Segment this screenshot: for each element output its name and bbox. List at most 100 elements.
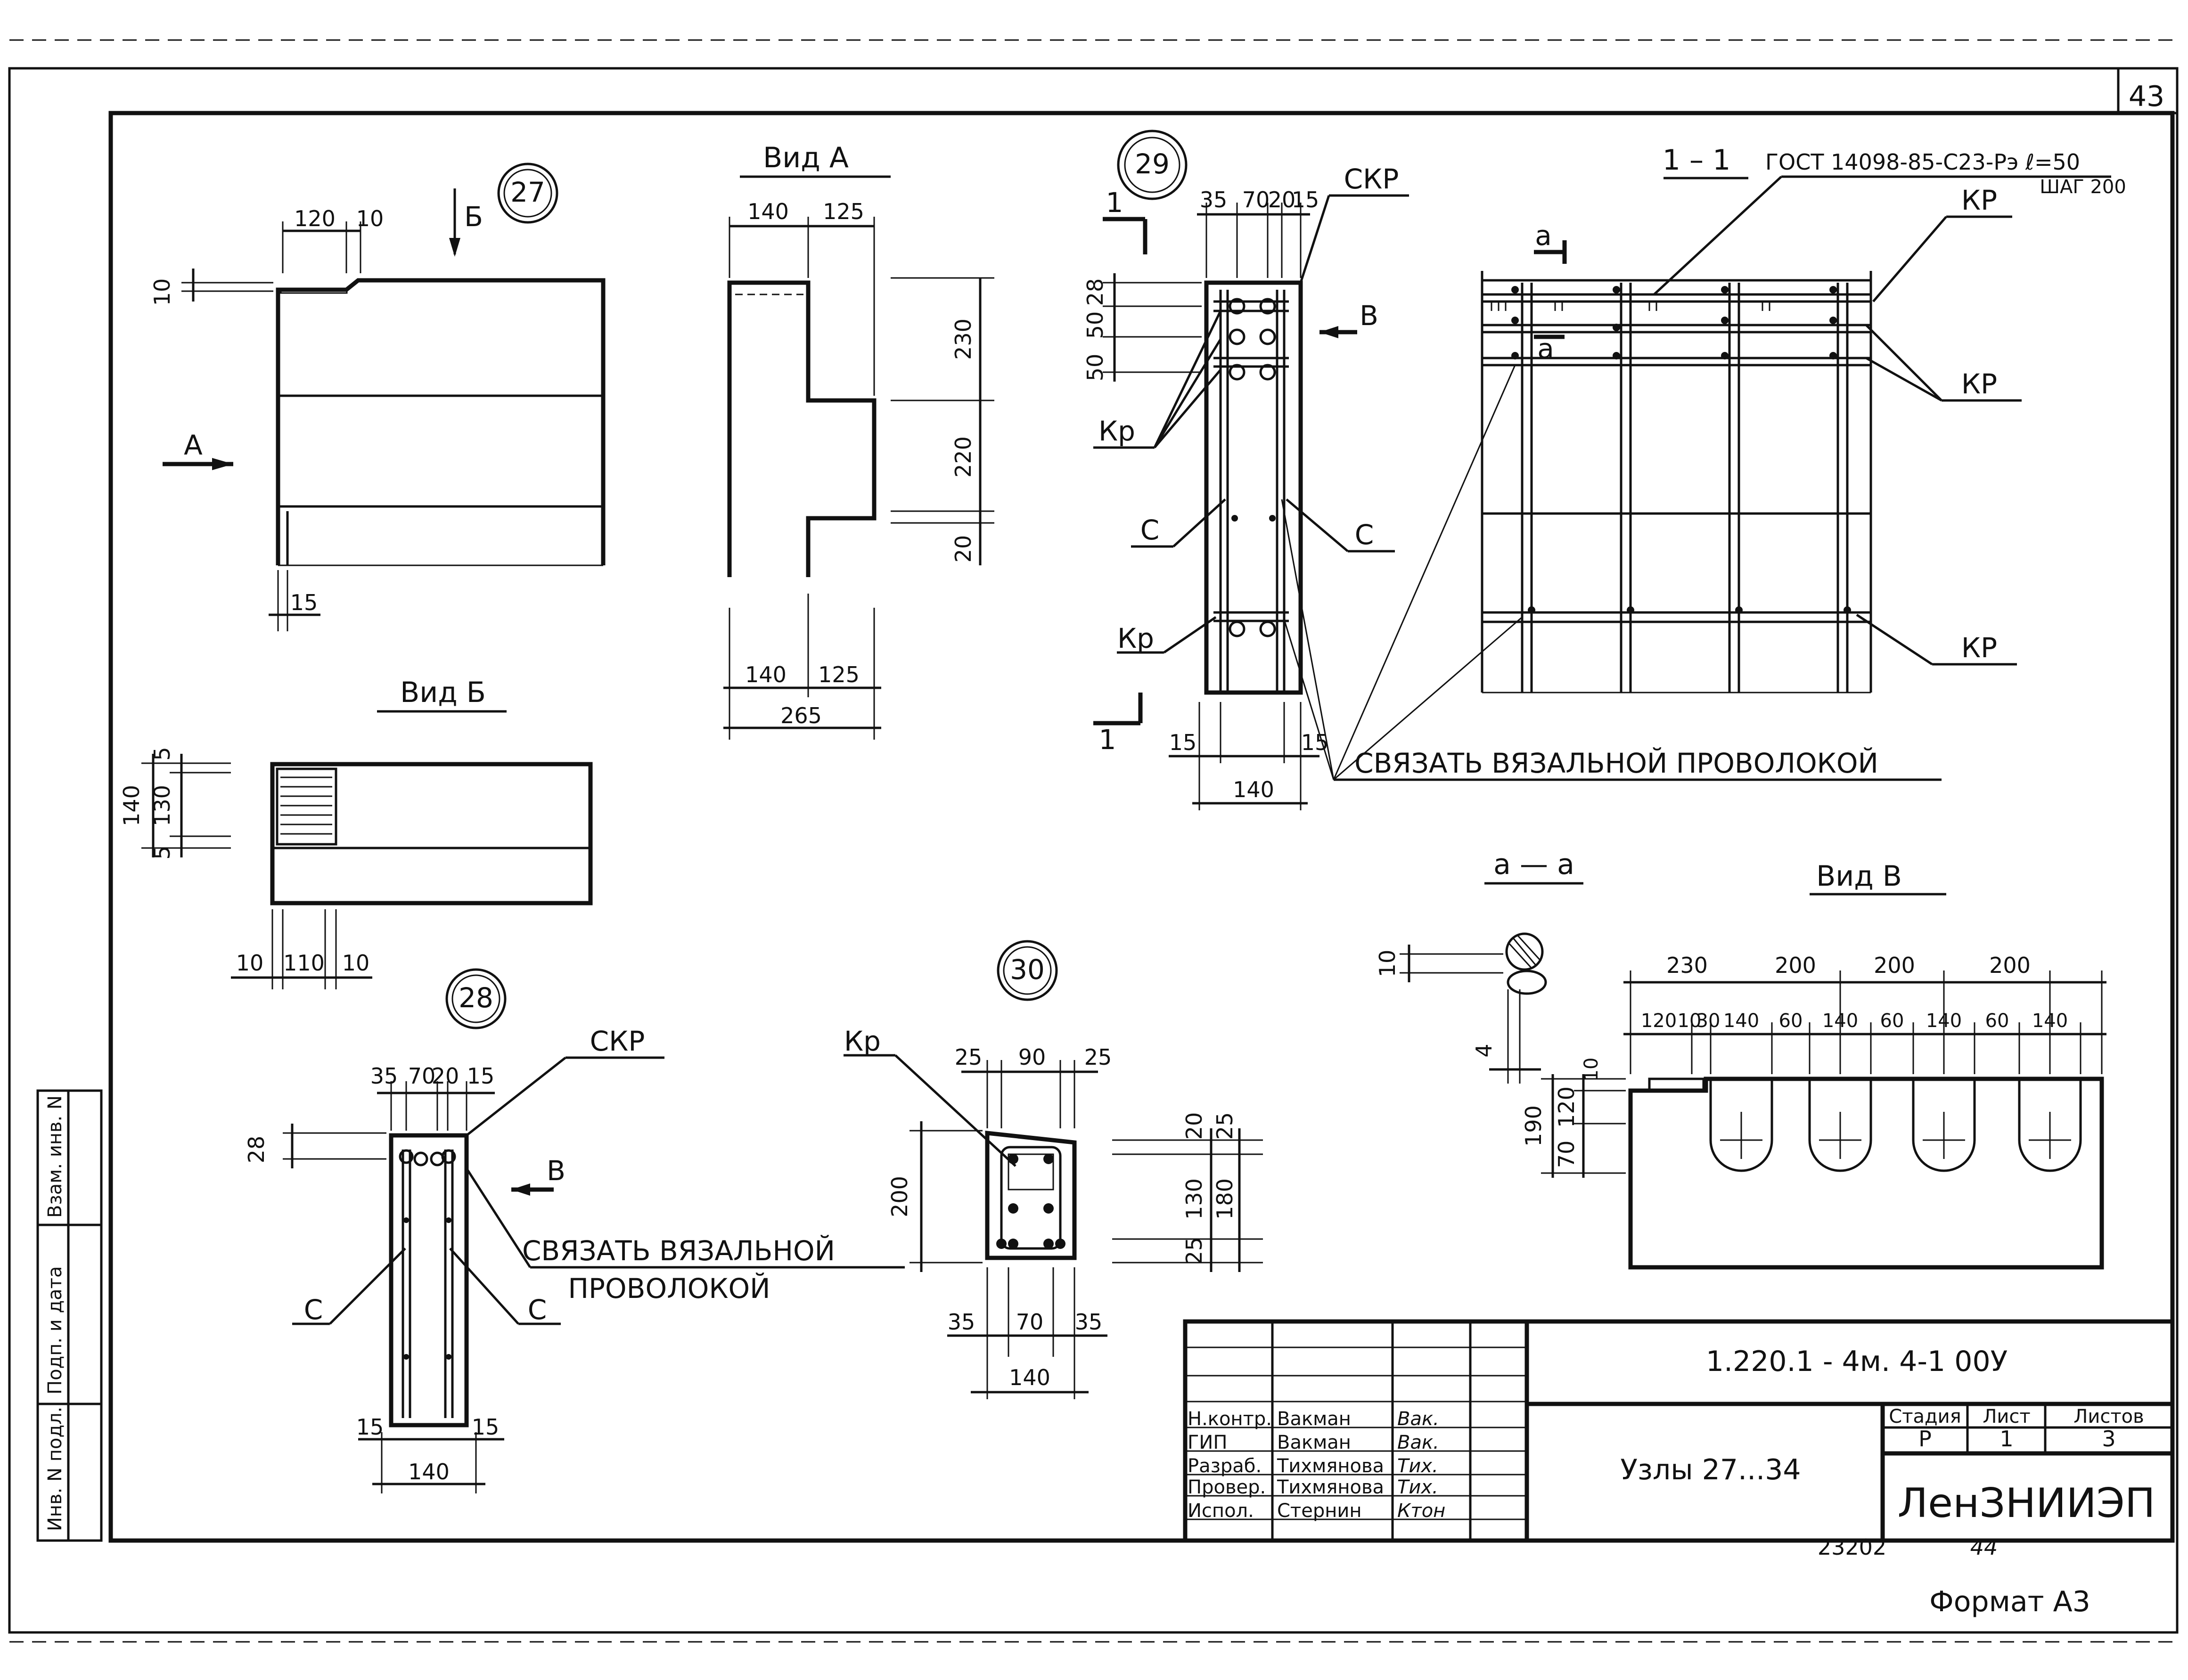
n27-dim-10a: 10 [356, 206, 384, 231]
vid-a-dim-140: 140 [747, 199, 789, 224]
n29-kr-lower: Кр [1117, 622, 1154, 654]
vid-a-dim-220: 220 [951, 436, 976, 478]
vidv-dim-140c: 140 [1926, 1010, 1962, 1032]
section-kr-upper: КР [1961, 368, 1997, 400]
vidv-dim-200b: 200 [1874, 953, 1915, 978]
n28-dim-140: 140 [408, 1459, 450, 1484]
tb-name-2: Вакман [1277, 1432, 1351, 1453]
tb-sign-5: Ктон [1397, 1500, 1445, 1522]
tb-sign-2: Вак. [1397, 1432, 1439, 1453]
section-aa-drawing: а — а 10 4 [1375, 848, 1583, 1084]
section-tie-wire-label: СВЯЗАТЬ ВЯЗАЛЬНОЙ ПРОВОЛОКОЙ [1354, 747, 1878, 779]
tb-sign-3: Тих. [1397, 1455, 1438, 1477]
vid-v-title: Вид В [1816, 860, 1902, 893]
tb-sheet-label: Лист [1983, 1406, 2030, 1427]
n30-dim-20: 20 [1181, 1112, 1207, 1140]
sheet-number: 43 [2129, 80, 2164, 113]
vidv-dim-140a: 140 [1723, 1010, 1759, 1032]
n29-c-right: С [1355, 519, 1374, 551]
node-29-drawing: 29 35 70 20 15 [1082, 130, 1409, 810]
handwritten-number: 44 [1970, 1534, 1998, 1560]
arrow-b-label: Б [464, 201, 483, 233]
vidv-dim-v10: 10 [1581, 1058, 1602, 1082]
node-27-drawing: 27 120 10 10 15 А Б [149, 163, 606, 631]
n28-dim-28: 28 [244, 1136, 269, 1164]
vidv-dim-v70: 70 [1554, 1141, 1579, 1168]
vidv-dim-200c: 200 [1989, 953, 2031, 978]
n29-dim-15: 15 [1292, 187, 1319, 212]
vid-a-dim-140b: 140 [745, 662, 787, 687]
n29-dim-28: 28 [1082, 278, 1108, 306]
n29-section-1-bottom: 1 [1099, 724, 1116, 756]
section-aa-title: а — а [1493, 848, 1574, 881]
tb-sign-4: Тих. [1397, 1476, 1438, 1498]
aa-dim-4: 4 [1471, 1044, 1497, 1057]
n28-c-right: С [528, 1294, 547, 1326]
n28-dim-15a: 15 [356, 1414, 384, 1440]
n30-dim-25c: 25 [1212, 1112, 1237, 1140]
node-28-drawing: 28 35 70 20 15 28 15 15 [244, 968, 905, 1493]
tb-sheet: 1 [2000, 1426, 2013, 1452]
tb-org: ЛенЗНИИЭП [1898, 1480, 2155, 1527]
section-kr-lower: КР [1961, 632, 1997, 664]
vid-b-dim-140: 140 [119, 785, 144, 826]
n29-section-1-top: 1 [1106, 187, 1123, 219]
section-gost-note: ГОСТ 14098-85-С23-Рэ ℓ=50 [1765, 149, 2080, 175]
n29-skr-label: СКР [1344, 163, 1399, 195]
aa-dim-10: 10 [1375, 950, 1400, 978]
n30-dim-130: 130 [1181, 1178, 1207, 1220]
n29-dim-70: 70 [1242, 187, 1270, 212]
n27-dim-15: 15 [290, 590, 318, 615]
node-30-marker: 30 [997, 940, 1058, 1001]
n30-dim-25a: 25 [955, 1044, 983, 1070]
vidv-dim-60c: 60 [1985, 1010, 2009, 1032]
node-30-drawing: 30 25 90 25 200 20 25 130 [844, 940, 1263, 1399]
vidv-dim-10: 10 [1678, 1010, 1702, 1032]
vid-b-dim-5a: 5 [149, 747, 175, 760]
archive-number: 23202 [1818, 1534, 1886, 1560]
vid-b-hatch [280, 776, 332, 835]
n29-kr-upper: Кр [1098, 415, 1135, 447]
vid-b-dim-110: 110 [283, 950, 325, 976]
n30-dim-35b: 35 [1075, 1309, 1103, 1335]
vid-b-dim-130: 130 [149, 785, 175, 826]
n29-dim-50a: 50 [1082, 311, 1108, 339]
vid-a-dim-20: 20 [951, 535, 976, 563]
n30-dim-200: 200 [887, 1176, 912, 1217]
n28-arrow-v-label: В [547, 1155, 565, 1187]
section-1-1-drawing: 1 – 1 ГОСТ 14098-85-С23-Рэ ℓ=50 ШАГ 200 [1281, 144, 2126, 781]
sheet-frame: 43 [8, 39, 2179, 1643]
n29-dim-140: 140 [1233, 777, 1274, 802]
section-hatch [1491, 302, 1770, 311]
n28-tie-wire-line1: СВЯЗАТЬ ВЯЗАЛЬНОЙ [522, 1234, 835, 1267]
n29-dim-15a: 15 [1169, 730, 1197, 755]
n30-dim-25b: 25 [1084, 1044, 1112, 1070]
vid-a-dim-230: 230 [951, 318, 976, 360]
n30-dim-90: 90 [1018, 1044, 1046, 1070]
section-1-1-title: 1 – 1 [1663, 144, 1731, 177]
vid-a-drawing: Вид А 140 125 230 220 20 140 125 265 [723, 141, 994, 740]
vid-a-title: Вид А [763, 141, 849, 174]
tb-role-3: Разраб. [1188, 1455, 1262, 1477]
vid-a-dim-125: 125 [823, 199, 864, 224]
vid-v-drawing: Вид В 230 200 200 200 [1521, 860, 2106, 1270]
n28-dim-20: 20 [432, 1063, 459, 1089]
node-28-marker: 28 [445, 968, 507, 1029]
n29-dim-35: 35 [1200, 187, 1228, 212]
n28-dim-70: 70 [408, 1063, 436, 1089]
node-29-marker: 29 [1117, 130, 1188, 200]
vidv-dim-230: 230 [1666, 953, 1708, 978]
section-rebar-dots [1511, 286, 1851, 614]
node-29-number: 29 [1135, 148, 1170, 180]
stamp-podp-data: Подп. и дата [44, 1266, 66, 1395]
node-27-marker: 27 [497, 163, 558, 224]
tb-stage-label: Стадия [1889, 1406, 1961, 1427]
node-28-number: 28 [459, 982, 493, 1014]
vidv-dim-v120: 120 [1554, 1086, 1579, 1128]
n30-kr-label: Кр [844, 1025, 881, 1057]
n29-dim-20: 20 [1268, 187, 1296, 212]
tb-name-3: Тихмянова [1277, 1455, 1384, 1477]
vid-b-dim-5b: 5 [149, 846, 175, 859]
n30-dim-70: 70 [1016, 1309, 1044, 1335]
tb-title: Узлы 27...34 [1620, 1453, 1801, 1486]
